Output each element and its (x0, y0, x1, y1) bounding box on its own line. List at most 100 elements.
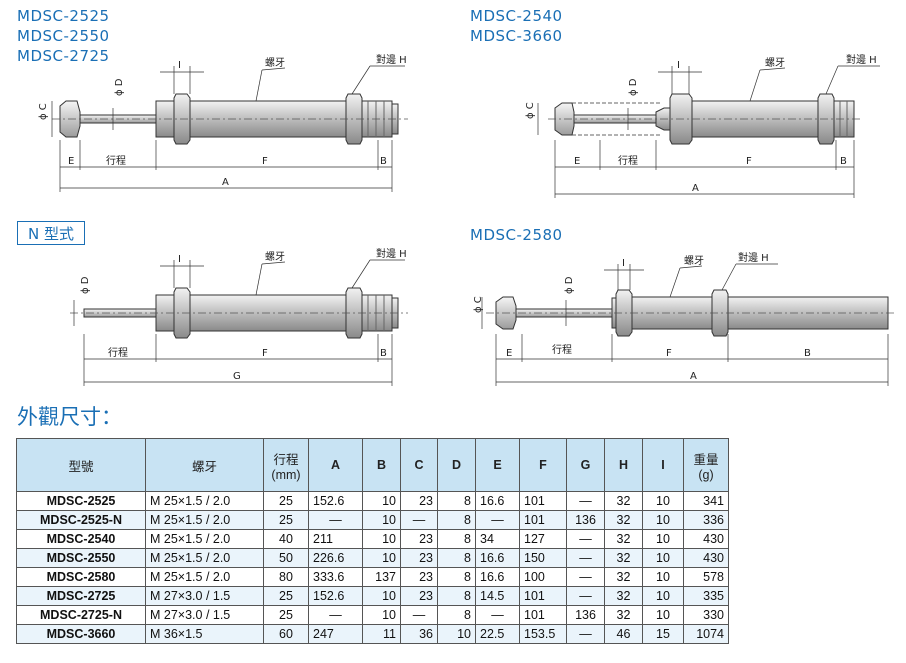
label-I: I (178, 254, 181, 265)
table-cell: 8 (437, 567, 476, 587)
table-cell: 36 (400, 624, 438, 644)
table-cell: 333.6 (308, 567, 363, 587)
table-cell: — (566, 491, 605, 511)
table-cell: 32 (604, 605, 643, 625)
table-cell: 137 (362, 567, 401, 587)
table-cell: 16.6 (475, 491, 520, 511)
model-title: MDSC-2540 (470, 7, 563, 25)
table-cell: 101 (519, 510, 567, 530)
table-cell: 150 (519, 548, 567, 568)
label-phiC: ϕ C (473, 296, 484, 313)
table-cell: 23 (400, 586, 438, 606)
dimension-table: 型號 螺牙 行程 (mm) A B C D E F G H I 重量 (g) M… (16, 438, 729, 644)
drawing-mdsc-2540-3660 (537, 65, 880, 198)
title-group2: MDSC-2540 MDSC-3660 (470, 6, 563, 46)
col-model: 型號 (16, 438, 146, 492)
label-F: F (262, 348, 268, 359)
model-title: MDSC-2525 (17, 7, 110, 25)
label-thread: 螺牙 (265, 57, 285, 69)
title-group4: MDSC-2580 (470, 226, 563, 244)
table-cell: — (475, 605, 520, 625)
col-B: B (362, 438, 401, 492)
table-cell: 336 (683, 510, 729, 530)
table-cell: M 25×1.5 / 2.0 (145, 548, 264, 568)
table-cell: 50 (263, 548, 309, 568)
drawing-mdsc-2580 (481, 263, 896, 386)
table-cell: 341 (683, 491, 729, 511)
drawing-labels: I 螺牙 對邊 H E 行程 F B A ϕ C ϕ D I 螺牙 對邊 H E… (38, 53, 877, 382)
col-weight: 重量 (g) (683, 438, 729, 492)
label-B: B (380, 156, 387, 167)
table-cell: 10 (437, 624, 476, 644)
table-cell: MDSC-2540 (16, 529, 146, 549)
label-E: E (506, 348, 512, 359)
col-G: G (566, 438, 605, 492)
table-cell: 60 (263, 624, 309, 644)
table-cell: MDSC-2525 (16, 491, 146, 511)
col-stroke: 行程 (mm) (263, 438, 309, 492)
label-hex: 對邊 H (376, 247, 407, 260)
table-cell: 40 (263, 529, 309, 549)
col-E: E (475, 438, 520, 492)
label-G: G (233, 371, 241, 382)
table-cell: 32 (604, 510, 643, 530)
model-title: MDSC-2550 (17, 27, 110, 45)
table-cell: 8 (437, 586, 476, 606)
table-cell: 101 (519, 491, 567, 511)
table-cell: M 36×1.5 (145, 624, 264, 644)
table-cell: — (308, 605, 363, 625)
label-phiC: ϕ C (38, 103, 49, 120)
label-phiD: ϕ D (80, 276, 91, 294)
table-cell: — (400, 510, 438, 530)
table-cell: 153.5 (519, 624, 567, 644)
label-E: E (68, 156, 74, 167)
table-cell: 32 (604, 567, 643, 587)
table-cell: 430 (683, 548, 729, 568)
table-cell: 80 (263, 567, 309, 587)
table-cell: 136 (566, 605, 605, 625)
label-B: B (804, 348, 811, 359)
table-cell: 16.6 (475, 548, 520, 568)
table-cell: 10 (642, 586, 684, 606)
label-thread: 螺牙 (765, 57, 785, 69)
label-A: A (222, 177, 229, 188)
table-cell: 34 (475, 529, 520, 549)
table-cell: 10 (362, 548, 401, 568)
col-thread: 螺牙 (145, 438, 264, 492)
table-cell: 101 (519, 586, 567, 606)
n-type-badge: N 型式 (17, 221, 85, 245)
table-cell: MDSC-3660 (16, 624, 146, 644)
table-cell: 10 (642, 491, 684, 511)
label-A: A (692, 183, 699, 194)
table-cell: 8 (437, 605, 476, 625)
table-cell: 101 (519, 605, 567, 625)
table-cell: 23 (400, 548, 438, 568)
table-cell: 8 (437, 548, 476, 568)
table-cell: 8 (437, 529, 476, 549)
table-header-row: 型號 螺牙 行程 (mm) A B C D E F G H I 重量 (g) (16, 438, 729, 492)
table-cell: 8 (437, 491, 476, 511)
table-cell: 100 (519, 567, 567, 587)
label-hex: 對邊 H (738, 251, 769, 264)
table-cell: 578 (683, 567, 729, 587)
table-cell: 152.6 (308, 491, 363, 511)
col-F: F (519, 438, 567, 492)
label-E: E (574, 156, 580, 167)
table-cell: 32 (604, 529, 643, 549)
label-stroke: 行程 (108, 346, 128, 359)
label-phiC: ϕ C (525, 102, 536, 119)
col-H: H (604, 438, 643, 492)
label-F: F (262, 156, 268, 167)
label-F: F (746, 156, 752, 167)
table-cell: MDSC-2580 (16, 567, 146, 587)
table-cell: 152.6 (308, 586, 363, 606)
table-cell: M 27×3.0 / 1.5 (145, 586, 264, 606)
label-I: I (622, 258, 625, 269)
table-cell: 10 (642, 548, 684, 568)
section-title: 外觀尺寸： (17, 405, 122, 429)
